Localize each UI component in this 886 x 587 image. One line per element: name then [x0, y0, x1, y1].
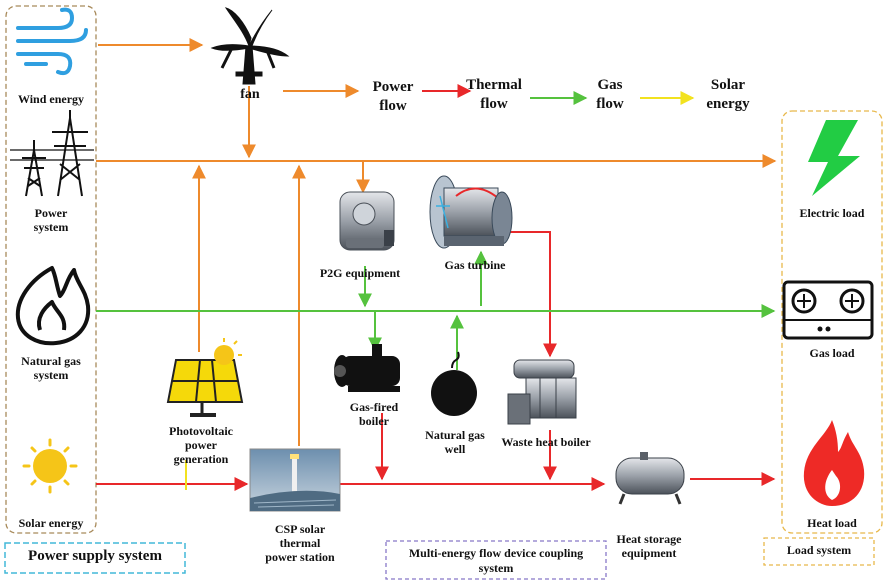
gas-turbine-label: Gas turbine — [444, 258, 506, 272]
gas-fired-boiler-label: Gas-fired boiler — [349, 400, 399, 428]
legend-thermal-flow: Thermal flow — [466, 77, 522, 112]
power-supply-system-label: Power supply system — [28, 548, 162, 564]
load-system-group-box — [781, 110, 883, 534]
power-system-label: Power system — [33, 206, 69, 234]
flame-icon — [15, 266, 91, 346]
wind-energy-label: Wind energy — [17, 92, 85, 106]
solar-flow-lines — [185, 91, 695, 490]
gas-load-label: Gas load — [809, 346, 855, 360]
power-supply-group-box — [5, 5, 97, 534]
legend-power-flow: Power flow — [372, 79, 414, 114]
photovoltaic-label: Photovoltaic power generation — [169, 424, 233, 466]
csp-tower-icon — [249, 448, 341, 512]
gas-turbine-icon — [429, 175, 513, 249]
legend-solar-energy: Solar energy — [706, 77, 750, 112]
device-coupling-label-box — [385, 540, 607, 580]
transmission-tower-icon — [10, 110, 94, 197]
natural-gas-well-label: Natural gas well — [425, 428, 485, 456]
waste-heat-boiler-icon — [507, 359, 577, 425]
device-coupling-system-label: Multi-energy flow device coupling system — [408, 546, 584, 575]
power-flow-lines — [96, 38, 777, 446]
p2g-equipment-label: P2G equipment — [319, 266, 401, 280]
heat-storage-tank-icon — [615, 452, 685, 505]
wind-icon — [16, 7, 88, 76]
lightning-bolt-icon — [808, 120, 860, 196]
fan-label: fan — [240, 87, 260, 102]
load-system-label: Load system — [786, 543, 852, 557]
gas-well-icon — [431, 351, 477, 416]
heat-storage-label: Heat storage equipment — [616, 532, 682, 560]
load-system-label-box — [763, 537, 875, 566]
electric-load-label: Electric load — [799, 206, 865, 220]
p2g-device-icon — [339, 191, 395, 251]
gas-stove-icon — [782, 280, 874, 340]
solar-energy-label: Solar energy — [18, 516, 84, 530]
fire-icon — [803, 420, 865, 506]
heat-load-label: Heat load — [807, 516, 857, 530]
legend-gas-flow: Gas flow — [596, 77, 624, 112]
csp-station-label: CSP solar thermal power station — [265, 522, 335, 564]
gas-boiler-icon — [334, 344, 400, 392]
natural-gas-system-label: Natural gas system — [21, 354, 81, 382]
thermal-flow-lines — [96, 84, 776, 491]
wind-turbine-icon — [210, 7, 290, 85]
waste-heat-boiler-label: Waste heat boiler — [501, 435, 591, 449]
gas-flow-lines — [96, 91, 776, 370]
solar-panel-icon — [166, 338, 244, 417]
power-supply-system-label-box — [4, 542, 186, 574]
sun-icon — [22, 438, 78, 494]
